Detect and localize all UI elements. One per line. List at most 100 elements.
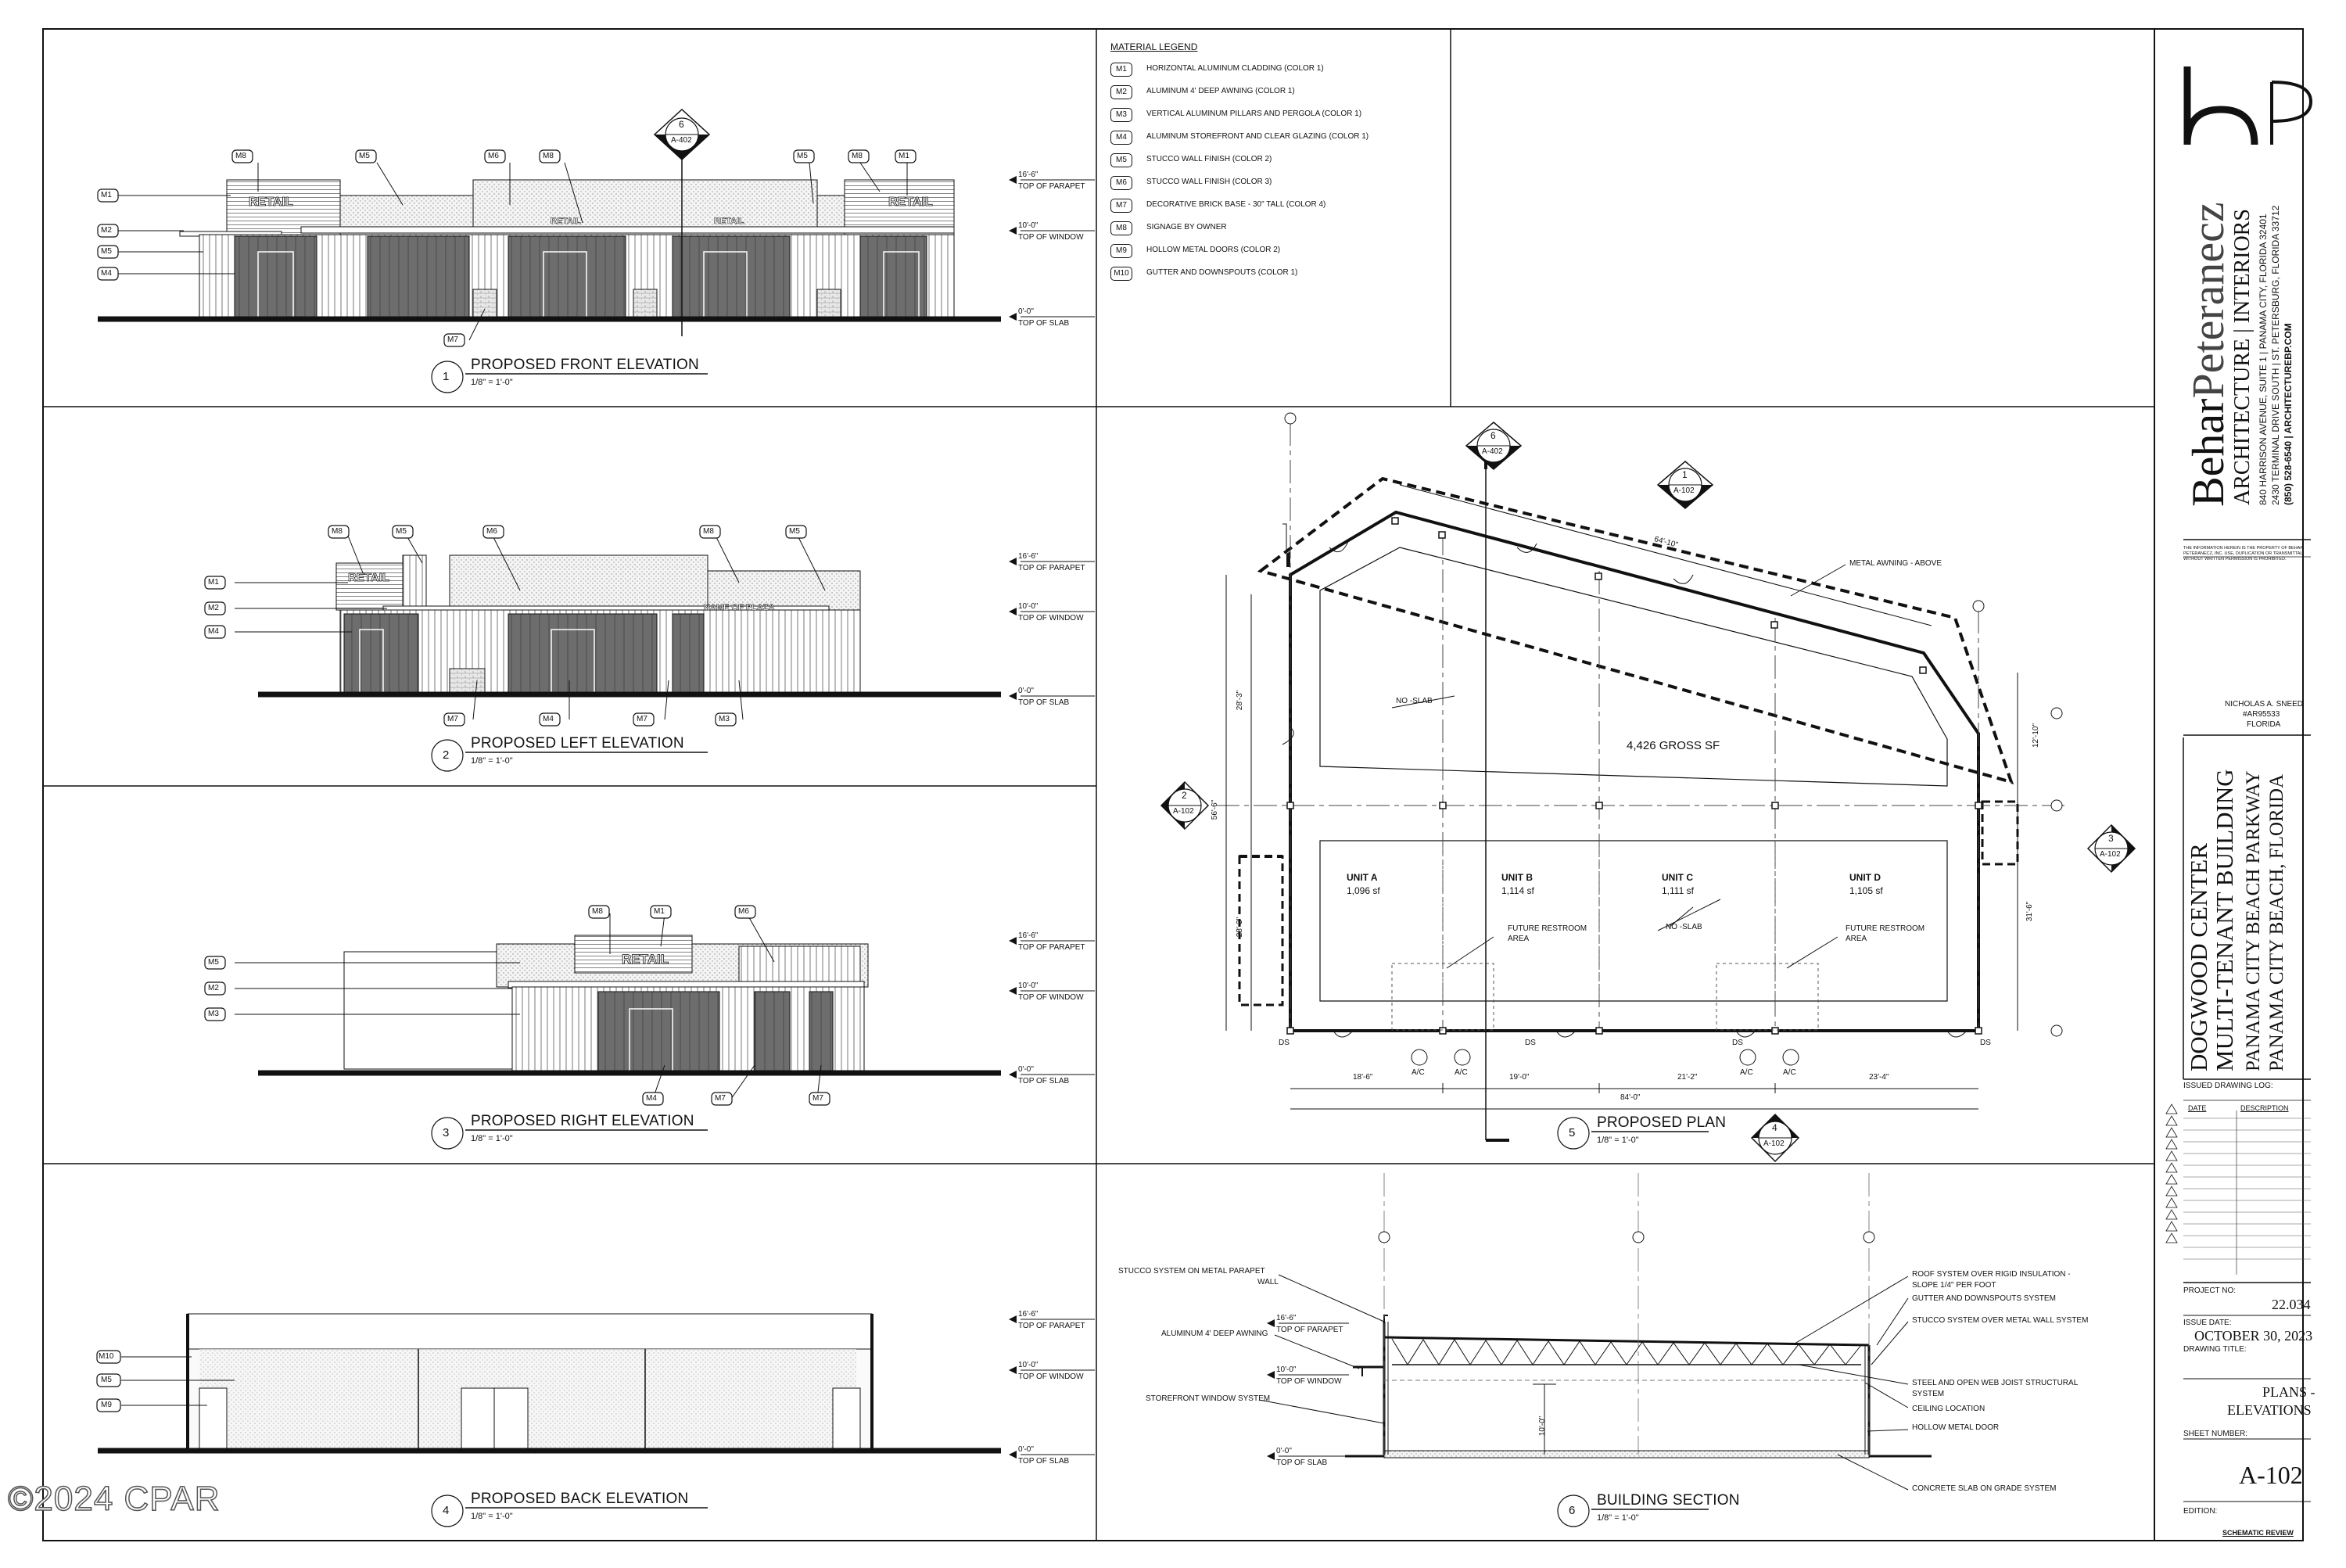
level-slab-label: TOP OF SLAB [1018, 319, 1070, 328]
drawing-title-1: PLANS - [2262, 1384, 2316, 1400]
ac-unit-2: A/C [1455, 1068, 1468, 1077]
tag-m5: M5 [101, 247, 112, 256]
legend-tag: M3 [1110, 108, 1132, 122]
tag-m5: M5 [396, 527, 407, 536]
firm-address-2: 2430 TERMINAL DRIVE SOUTH | ST. PETERSBU… [2270, 205, 2281, 505]
tag-m10: M10 [99, 1352, 114, 1361]
section-height-dim: 10'-0" [1538, 1416, 1548, 1437]
section-level-slab-label: TOP OF SLAB [1276, 1459, 1328, 1467]
level-window-label: TOP OF WINDOW [1018, 1372, 1084, 1381]
level-parapet-label: TOP OF PARAPET [1018, 564, 1085, 572]
dim-18-6: 18'-6" [1353, 1073, 1373, 1082]
plan-marker-4-number: 4 [1772, 1122, 1777, 1133]
tag-m7: M7 [447, 715, 458, 723]
tag-m7: M7 [715, 1094, 726, 1103]
tag-m6: M6 [488, 152, 499, 160]
tag-m4: M4 [646, 1094, 657, 1103]
downspout-4: DS [1980, 1039, 1991, 1047]
future-restroom-label: FUTURE RESTROOM [1508, 924, 1587, 933]
dim-right: 31'-6" [2025, 901, 2035, 922]
back-elevation-number: 4 [443, 1504, 450, 1517]
metal-awning-label: METAL AWNING - ABOVE [1849, 559, 1942, 568]
tag-m8: M8 [592, 907, 603, 916]
section-callout-ceiling: CEILING LOCATION [1912, 1405, 1985, 1413]
section-callout-slab: CONCRETE SLAB ON GRADE SYSTEM [1912, 1484, 2057, 1493]
firm-subtitle: ARCHITECTURE | INTERIORS [2230, 209, 2255, 505]
gross-area: 4,426 GROSS SF [1627, 739, 1720, 752]
downspout-3: DS [1732, 1039, 1743, 1047]
level-slab-value: 0'-0" [1018, 687, 1034, 695]
level-window-value: 10'-0" [1018, 602, 1038, 611]
right-elevation-number: 3 [443, 1126, 450, 1139]
tag-m3: M3 [719, 715, 730, 723]
section-number: 6 [1569, 1504, 1576, 1517]
ac-unit-1: A/C [1412, 1068, 1425, 1077]
architect-state: FLORIDA [2247, 720, 2281, 729]
level-slab-label: TOP OF SLAB [1018, 1077, 1070, 1085]
plan-marker-4-sheet: A-102 [1763, 1139, 1785, 1148]
section-marker-sheet: A-402 [671, 136, 692, 145]
project-name-2: MULTI-TENANT BUILDING [2211, 769, 2238, 1071]
section-callout-awning: ALUMINUM 4' DEEP AWNING [1161, 1329, 1268, 1338]
dim-23-4: 23'-4" [1869, 1073, 1889, 1082]
right-elevation-scale: 1/8" = 1'-0" [471, 1134, 513, 1143]
front-elevation-title: PROPOSED FRONT ELEVATION [471, 357, 699, 373]
project-address-1: PANAMA CITY BEACH PARKWAY [2243, 770, 2264, 1071]
plan-number: 5 [1569, 1126, 1576, 1139]
right-elevation-title: PROPOSED RIGHT ELEVATION [471, 1113, 694, 1129]
plan-marker-1-sheet: A-102 [1673, 486, 1695, 495]
tag-m7: M7 [447, 335, 458, 344]
tag-m2: M2 [208, 984, 219, 992]
tag-m2: M2 [208, 604, 219, 612]
level-window-label: TOP OF WINDOW [1018, 233, 1084, 242]
unit-d-name: UNIT D [1849, 872, 1881, 883]
firm-name-part2: Peteranecz [2183, 202, 2233, 399]
level-parapet-label: TOP OF PARAPET [1018, 182, 1085, 191]
section-title: BUILDING SECTION [1597, 1492, 1740, 1509]
issued-log-description: DESCRIPTION [2240, 1104, 2289, 1112]
downspout-2: DS [1525, 1039, 1536, 1047]
no-slab-label: NO -SLAB [1396, 697, 1433, 705]
tag-m8: M8 [235, 152, 246, 160]
tag-m1: M1 [101, 191, 112, 199]
tag-m9: M9 [101, 1401, 112, 1409]
level-parapet-value: 16'-6" [1018, 552, 1038, 561]
future-restroom-label-2: FUTURE RESTROOM [1846, 924, 1925, 933]
legend-tag: M10 [1110, 267, 1132, 281]
section-level-parapet-value: 16'-6" [1276, 1314, 1297, 1322]
unit-a-sf: 1,096 sf [1347, 885, 1380, 896]
plan-marker-6-number: 6 [1490, 430, 1496, 441]
left-elevation-number: 2 [443, 748, 450, 762]
plan-marker-6-sheet: A-402 [1482, 447, 1503, 456]
plan-marker-1-number: 1 [1682, 469, 1688, 480]
section-callout-gutter: GUTTER AND DOWNSPOUTS SYSTEM [1912, 1294, 2056, 1303]
front-elevation-scale: 1/8" = 1'-0" [471, 378, 513, 387]
level-window-label: TOP OF WINDOW [1018, 614, 1084, 623]
section-callout-steel-2: SYSTEM [1912, 1390, 1945, 1398]
project-name-1: DOGWOOD CENTER [2185, 843, 2212, 1071]
tag-m2: M2 [101, 226, 112, 235]
future-restroom-area-2: AREA [1846, 935, 1867, 943]
level-window-value: 10'-0" [1018, 1361, 1038, 1369]
legend-tag: M4 [1110, 131, 1132, 145]
level-slab-value: 0'-0" [1018, 1065, 1034, 1074]
unit-c-name: UNIT C [1662, 872, 1693, 883]
tag-m8: M8 [703, 527, 714, 536]
front-retail-sign-right: RETAIL [888, 196, 933, 210]
disclaimer: THE INFORMATION HEREIN IS THE PROPERTY O… [2183, 546, 2304, 562]
back-elevation-title: PROPOSED BACK ELEVATION [471, 1491, 689, 1507]
issue-date-label: ISSUE DATE: [2183, 1319, 2232, 1327]
tag-m5: M5 [101, 1376, 112, 1384]
section-callout-parapet-2: WALL [1257, 1278, 1279, 1286]
tag-m5: M5 [797, 152, 808, 160]
section-callout-door: HOLLOW METAL DOOR [1912, 1423, 2000, 1432]
section-level-parapet-label: TOP OF PARAPET [1276, 1326, 1343, 1334]
level-slab-value: 0'-0" [1018, 307, 1034, 316]
legend-text: GUTTER AND DOWNSPOUTS (COLOR 1) [1146, 268, 1298, 277]
front-retail-sign-center-left: RETAIL [551, 217, 581, 227]
tag-m1: M1 [899, 152, 909, 160]
front-retail-sign-left: RETAIL [249, 196, 293, 210]
section-scale: 1/8" = 1'-0" [1597, 1513, 1639, 1523]
plan-marker-3-sheet: A-102 [2100, 850, 2121, 859]
legend-text: STUCCO WALL FINISH (COLOR 3) [1146, 178, 1272, 186]
